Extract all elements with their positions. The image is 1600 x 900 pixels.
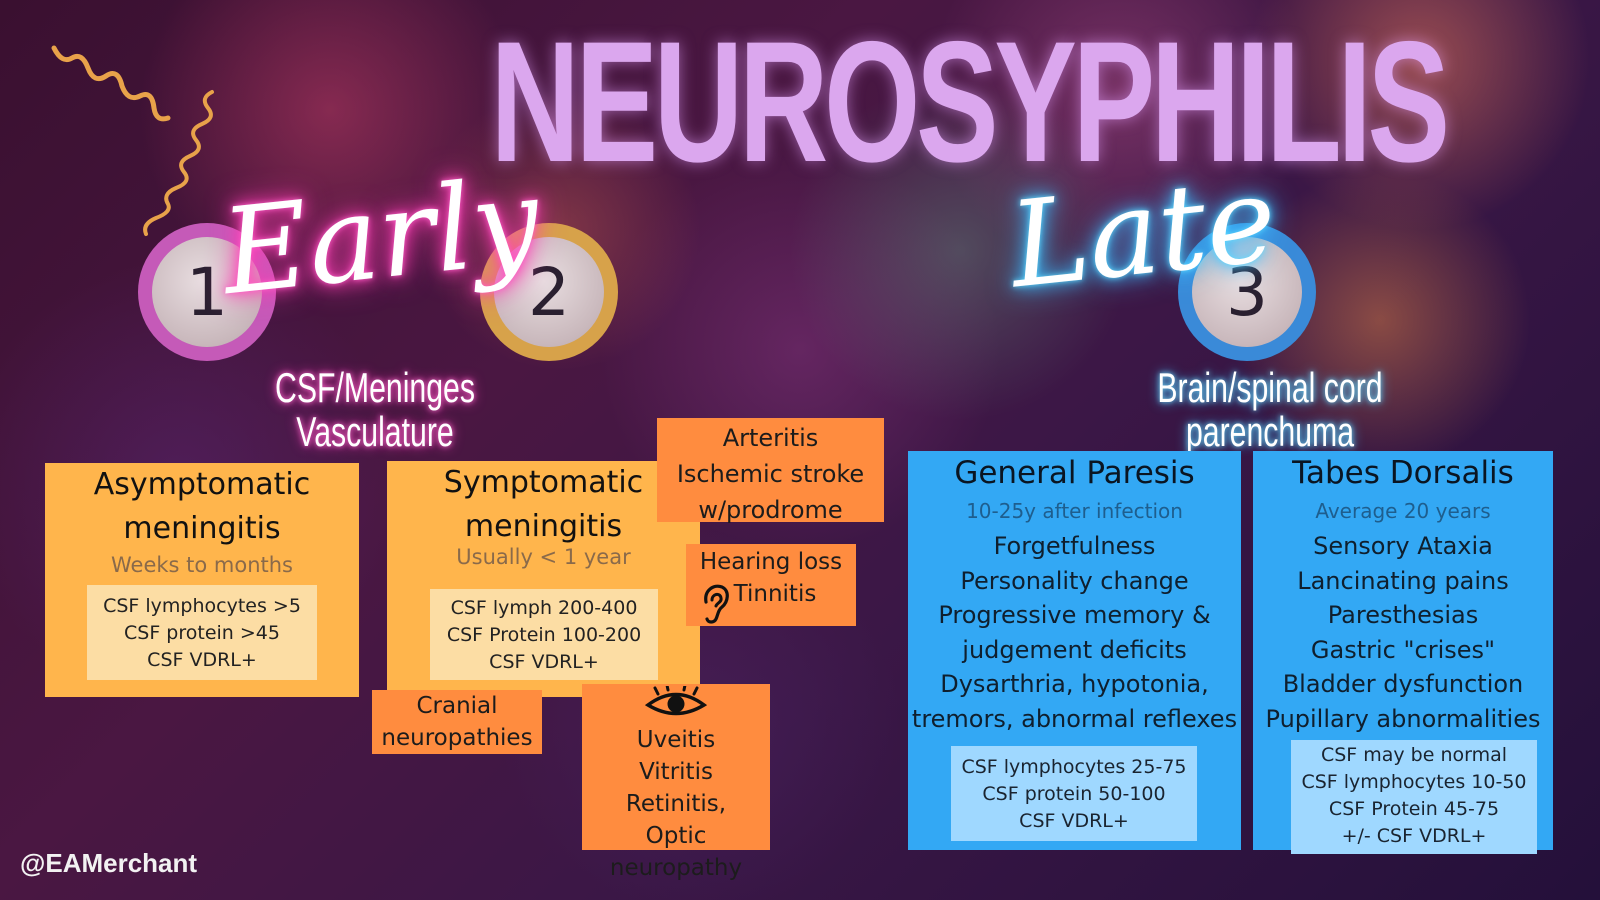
spirochete-icon <box>51 45 214 236</box>
card-title: General Paresis <box>954 455 1195 491</box>
tabes-dorsalis-card: Tabes Dorsalis Average 20 years Sensory … <box>1253 451 1553 854</box>
hearing-box: Hearing loss Tinnitis <box>686 544 856 626</box>
symptom-list: Forgetfulness Personality change Progres… <box>911 532 1238 733</box>
early-subtitle: CSF/Meninges Vasculature <box>274 364 476 455</box>
ear-icon <box>704 584 729 624</box>
cranial-box: Cranial neuropathies <box>372 690 542 754</box>
csf-findings: CSF may be normal CSF lymphocytes 10-50 … <box>1291 740 1537 854</box>
vascular-box: Arteritis Ischemic stroke w/prodrome <box>657 418 884 524</box>
eye-icon <box>644 686 708 716</box>
card-title: Tabes Dorsalis <box>1292 455 1514 491</box>
card-title: Asymptomatic meningitis <box>93 467 311 546</box>
csf-findings: CSF lymph 200-400 CSF Protein 100-200 CS… <box>430 589 658 680</box>
late-subtitle: Brain/spinal cord parenchuma <box>1157 364 1383 455</box>
csf-findings: CSF lymphocytes >5 CSF protein >45 CSF V… <box>87 585 317 680</box>
card-title: Symptomatic meningitis <box>443 465 644 544</box>
card-note: 10-25y after infection <box>966 499 1183 523</box>
symptom-list: Sensory Ataxia Lancinating pains Paresth… <box>1265 532 1541 733</box>
symptomatic-card: Symptomatic meningitis Usually < 1 year … <box>387 461 700 697</box>
early-heading: Early <box>215 150 546 322</box>
general-paresis-card: General Paresis 10-25y after infection F… <box>908 451 1241 850</box>
card-note: Usually < 1 year <box>456 545 631 569</box>
ocular-box: Uveitis Vitritis Retinitis, Optic neurop… <box>582 684 770 881</box>
csf-findings: CSF lymphocytes 25-75 CSF protein 50-100… <box>951 746 1197 841</box>
page-title: NEUROSYPHILIS <box>490 6 1450 198</box>
card-note: Weeks to months <box>110 553 293 577</box>
author-handle: @EAMerchant <box>20 848 198 878</box>
card-note: Average 20 years <box>1315 499 1491 523</box>
asymptomatic-card: Asymptomatic meningitis Weeks to months … <box>45 463 359 697</box>
late-heading: Late <box>1003 149 1283 315</box>
